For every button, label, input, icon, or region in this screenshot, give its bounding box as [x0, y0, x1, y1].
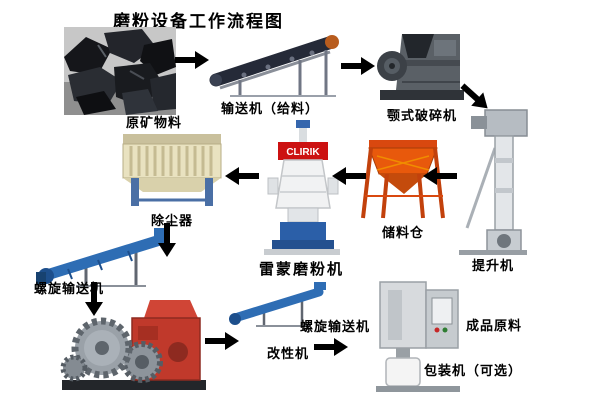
storage-silo-node [357, 136, 449, 222]
arrow-crusher-to-elevator [456, 79, 493, 115]
raymond-mill-label: 雷蒙磨粉机 [259, 261, 345, 278]
mill-brand-text: CLIRIK [286, 147, 320, 158]
bucket-elevator-node [455, 108, 531, 256]
arrow-right-icon [175, 51, 209, 69]
arrow-right-icon [341, 57, 375, 75]
dust-collector-label: 除尘器 [151, 213, 194, 228]
raw-material-photo [64, 27, 176, 115]
screw-conveyor-2-node [222, 282, 334, 328]
page-title: 磨粉设备工作流程图 [113, 12, 284, 31]
arrow-screw1-to-modifier [85, 282, 103, 316]
jaw-crusher-node [372, 24, 468, 106]
arrow-down-right-icon [460, 83, 488, 109]
arrow-silo-to-mill [332, 167, 366, 185]
arrow-modifier-to-screw2 [205, 332, 239, 350]
packing-machine-label: 包装机（可选） [424, 363, 523, 378]
dust-collector-icon [122, 134, 222, 206]
storage-silo-icon [361, 140, 445, 219]
arrow-down-icon [85, 282, 103, 316]
arrow-right-icon [205, 332, 239, 350]
raw-ore-icon [64, 27, 176, 115]
arrow-raw-to-conveyor [175, 51, 209, 69]
raymond-mill-icon: CLIRIK [264, 120, 340, 255]
storage-silo-label: 储料仓 [382, 225, 425, 240]
feed-conveyor-node [204, 28, 346, 98]
jaw-crusher-icon [377, 34, 464, 100]
bucket-elevator-icon [459, 109, 528, 255]
modifier-machine-icon [60, 300, 206, 390]
arrow-conveyor-to-crusher [341, 57, 375, 75]
screw-conveyor-1-node [28, 228, 180, 288]
belt-conveyor-icon [209, 35, 339, 97]
screw-conveyor-2-label: 螺旋输送机 [300, 319, 371, 334]
dust-collector-node [117, 132, 227, 208]
arrow-dust-collector-to-screw1 [158, 223, 176, 257]
arrow-left-icon [423, 167, 457, 185]
screw-conveyor-icon [36, 228, 168, 287]
modifier-machine-label: 改性机 [267, 346, 310, 361]
screw-conveyor-icon [229, 282, 326, 327]
raymond-mill-node: CLIRIK [262, 120, 342, 256]
packing-machine-icon [376, 281, 460, 392]
jaw-crusher-label: 颚式破碎机 [387, 108, 458, 123]
bucket-elevator-label: 提升机 [472, 258, 515, 273]
arrow-right-icon [314, 338, 348, 356]
arrow-mill-to-dust-collector [225, 167, 259, 185]
arrow-down-icon [158, 223, 176, 257]
arrow-left-icon [332, 167, 366, 185]
arrow-left-icon [225, 167, 259, 185]
arrow-screw2-to-packing [314, 338, 348, 356]
finished-product-label: 成品原料 [466, 318, 523, 333]
screw-conveyor-1-label: 螺旋输送机 [34, 281, 105, 296]
arrow-elevator-to-silo [423, 167, 457, 185]
packing-machine-node [372, 278, 464, 392]
feed-conveyor-label: 输送机（给料） [221, 101, 320, 116]
raw-material-label: 原矿物料 [126, 115, 183, 130]
modifier-machine-node [58, 296, 210, 394]
